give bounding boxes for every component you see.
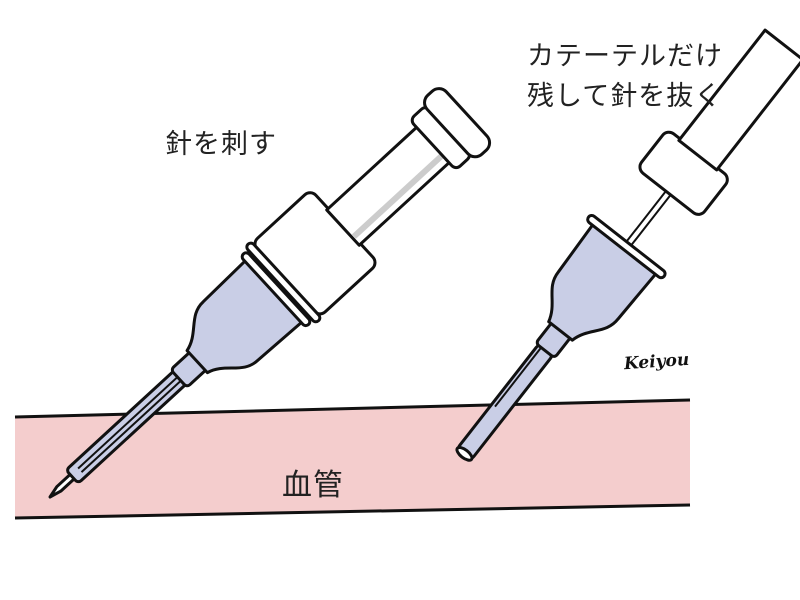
label-withdraw-line2: 残して針を抜く — [527, 81, 723, 112]
catheter-remaining — [455, 28, 800, 462]
syringe-inserting — [48, 87, 492, 499]
label-vessel: 血管 — [282, 468, 344, 503]
blood-vessel — [14, 398, 691, 520]
label-withdraw-line1: カテーテルだけ — [527, 41, 723, 72]
label-insert-needle: 針を刺す — [165, 129, 277, 160]
